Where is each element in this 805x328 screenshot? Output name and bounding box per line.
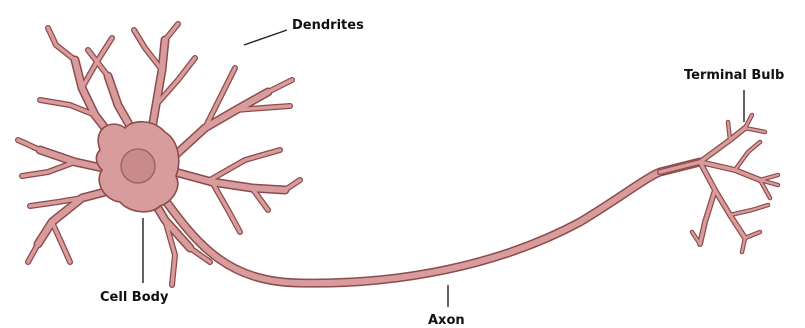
axon — [165, 162, 700, 283]
nucleus — [121, 149, 155, 183]
axon-outline — [165, 162, 700, 283]
terminal-bulb-label: Terminal Bulb — [684, 69, 784, 82]
dendrites-leader — [244, 30, 287, 45]
dendrites-label: Dendrites — [292, 19, 364, 32]
cell-body-label: Cell Body — [100, 291, 168, 304]
axon-label: Axon — [428, 314, 465, 327]
